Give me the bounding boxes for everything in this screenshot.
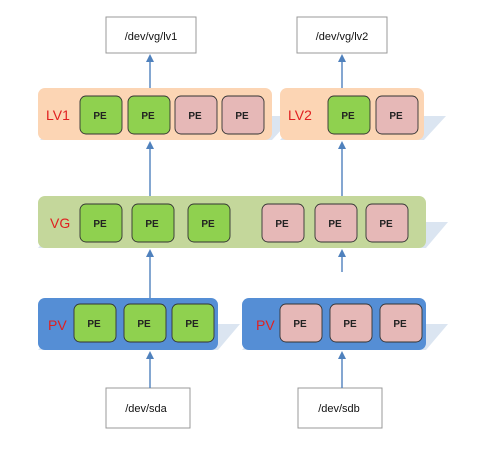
pe-block-pink bbox=[221, 95, 265, 135]
pe-block-pink bbox=[174, 95, 218, 135]
pv2-pe-group: PE PE PE bbox=[279, 303, 423, 343]
pe-label: PE bbox=[87, 319, 101, 330]
pe-block-pink bbox=[314, 203, 358, 243]
lv2-pe-group: PE PE bbox=[327, 95, 419, 135]
pe-label: PE bbox=[137, 319, 151, 330]
lv2-device-box bbox=[296, 16, 388, 54]
sda-device-label: /dev/sda bbox=[125, 403, 167, 415]
pe-label: PE bbox=[93, 111, 107, 122]
pe-block-green bbox=[171, 303, 215, 343]
pe-block-green bbox=[131, 203, 175, 243]
lv1-pe-group: PE PE PE PE bbox=[79, 95, 265, 135]
pe-block-green bbox=[73, 303, 117, 343]
pe-block-pink bbox=[261, 203, 305, 243]
sda-device-box bbox=[105, 387, 191, 429]
lv1-label: LV1 bbox=[46, 107, 70, 123]
pe-block-green bbox=[79, 203, 123, 243]
pe-label: PE bbox=[343, 319, 357, 330]
pe-label: PE bbox=[275, 219, 289, 230]
pe-label: PE bbox=[188, 111, 202, 122]
pe-block-green bbox=[79, 95, 123, 135]
lv2-label: LV2 bbox=[288, 107, 312, 123]
pe-label: PE bbox=[293, 319, 307, 330]
pe-block-pink bbox=[279, 303, 323, 343]
pe-label: PE bbox=[389, 111, 403, 122]
pe-block-pink bbox=[329, 303, 373, 343]
pe-label: PE bbox=[145, 219, 159, 230]
pe-label: PE bbox=[201, 219, 215, 230]
pe-label: PE bbox=[341, 111, 355, 122]
pe-block-pink bbox=[365, 203, 409, 243]
vg-pe-group: PE PE PE PE PE PE bbox=[79, 203, 409, 243]
pe-label: PE bbox=[235, 111, 249, 122]
pe-block-green bbox=[123, 303, 167, 343]
sdb-device-label: /dev/sdb bbox=[318, 403, 360, 415]
pv2-label: PV bbox=[256, 317, 275, 333]
pv1-pe-group: PE PE PE bbox=[73, 303, 215, 343]
pe-label: PE bbox=[185, 319, 199, 330]
vg-label: VG bbox=[50, 215, 70, 231]
lv1-device-label: /dev/vg/lv1 bbox=[125, 31, 178, 43]
lv1-device-box bbox=[105, 16, 197, 54]
pe-block-green bbox=[187, 203, 231, 243]
pe-label: PE bbox=[93, 219, 107, 230]
pe-label: PE bbox=[328, 219, 342, 230]
pe-block-green bbox=[127, 95, 171, 135]
pe-block-pink bbox=[379, 303, 423, 343]
pe-block-green bbox=[327, 95, 371, 135]
pe-label: PE bbox=[393, 319, 407, 330]
pe-label: PE bbox=[141, 111, 155, 122]
pe-label: PE bbox=[379, 219, 393, 230]
pe-block-pink bbox=[375, 95, 419, 135]
arrows bbox=[146, 54, 346, 388]
pv1-label: PV bbox=[48, 317, 67, 333]
sdb-device-box bbox=[297, 387, 383, 429]
lv2-device-label: /dev/vg/lv2 bbox=[316, 31, 369, 43]
